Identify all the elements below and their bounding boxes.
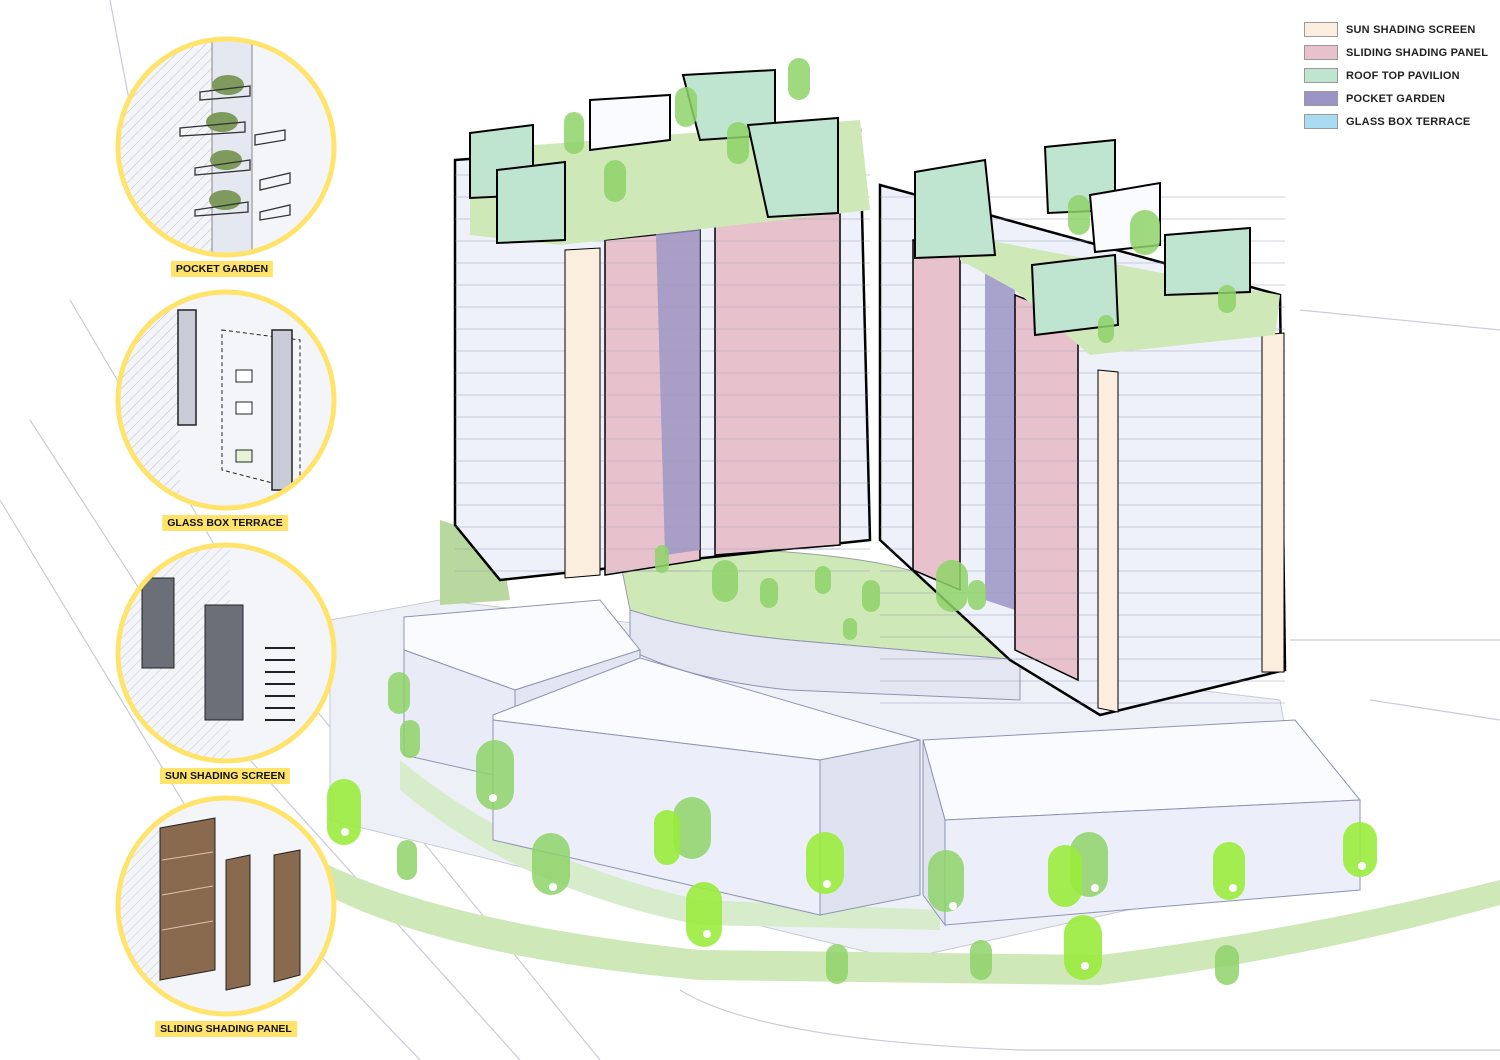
legend-item-sun-shading-screen: SUN SHADING SCREEN <box>1304 18 1494 41</box>
legend-item-glass-box-terrace: GLASS BOX TERRACE <box>1304 110 1494 133</box>
sun-screen-facade <box>1261 332 1285 673</box>
planting-bed <box>400 760 940 930</box>
legend-label: ROOF TOP PAVILION <box>1346 69 1460 82</box>
legend-label: SUN SHADING SCREEN <box>1346 23 1476 36</box>
legend-label: POCKET GARDEN <box>1346 92 1446 105</box>
roof-pavilion <box>496 160 566 245</box>
callout-circle-pocket-garden <box>115 36 337 258</box>
landscape-strip <box>300 850 1500 985</box>
legend-swatch <box>1304 45 1338 60</box>
sliding-panel-facade <box>912 239 961 592</box>
trees <box>327 58 1377 985</box>
callout-label-glass-box-terrace: GLASS BOX TERRACE <box>162 515 288 531</box>
legend-item-pocket-garden: POCKET GARDEN <box>1304 87 1494 110</box>
callout-label-sliding-shading-panel: SLIDING SHADING PANEL <box>155 1021 297 1037</box>
callout-circle-sliding-shading-panel <box>115 795 337 1017</box>
callout-label-pocket-garden: POCKET GARDEN <box>170 261 274 277</box>
legend: SUN SHADING SCREEN SLIDING SHADING PANEL… <box>1304 18 1494 133</box>
callout-label-sun-shading-screen: SUN SHADING SCREEN <box>159 768 291 784</box>
callout-circle-glass-box-terrace <box>115 289 337 511</box>
legend-label: SLIDING SHADING PANEL <box>1346 46 1489 59</box>
tower-a <box>453 68 872 582</box>
legend-swatch <box>1304 68 1338 83</box>
roof-box <box>589 93 671 152</box>
roof-pavilion <box>746 116 839 219</box>
roof-pavilion <box>1164 226 1251 297</box>
sun-screen-facade <box>564 247 601 579</box>
legend-item-roof-top-pavilion: ROOF TOP PAVILION <box>1304 64 1494 87</box>
legend-swatch <box>1304 22 1338 37</box>
legend-label: GLASS BOX TERRACE <box>1346 115 1471 128</box>
callout-circle-sun-shading-screen <box>115 542 337 764</box>
legend-swatch <box>1304 91 1338 106</box>
pocket-garden-facade <box>985 270 1015 610</box>
podium-block-right <box>922 719 1362 927</box>
roof-pavilion <box>914 158 997 260</box>
legend-item-sliding-shading-panel: SLIDING SHADING PANEL <box>1304 41 1494 64</box>
pocket-garden-facade <box>655 200 700 555</box>
roof-pavilion <box>1030 253 1120 337</box>
legend-swatch <box>1304 114 1338 129</box>
sun-screen-facade <box>1097 369 1119 713</box>
